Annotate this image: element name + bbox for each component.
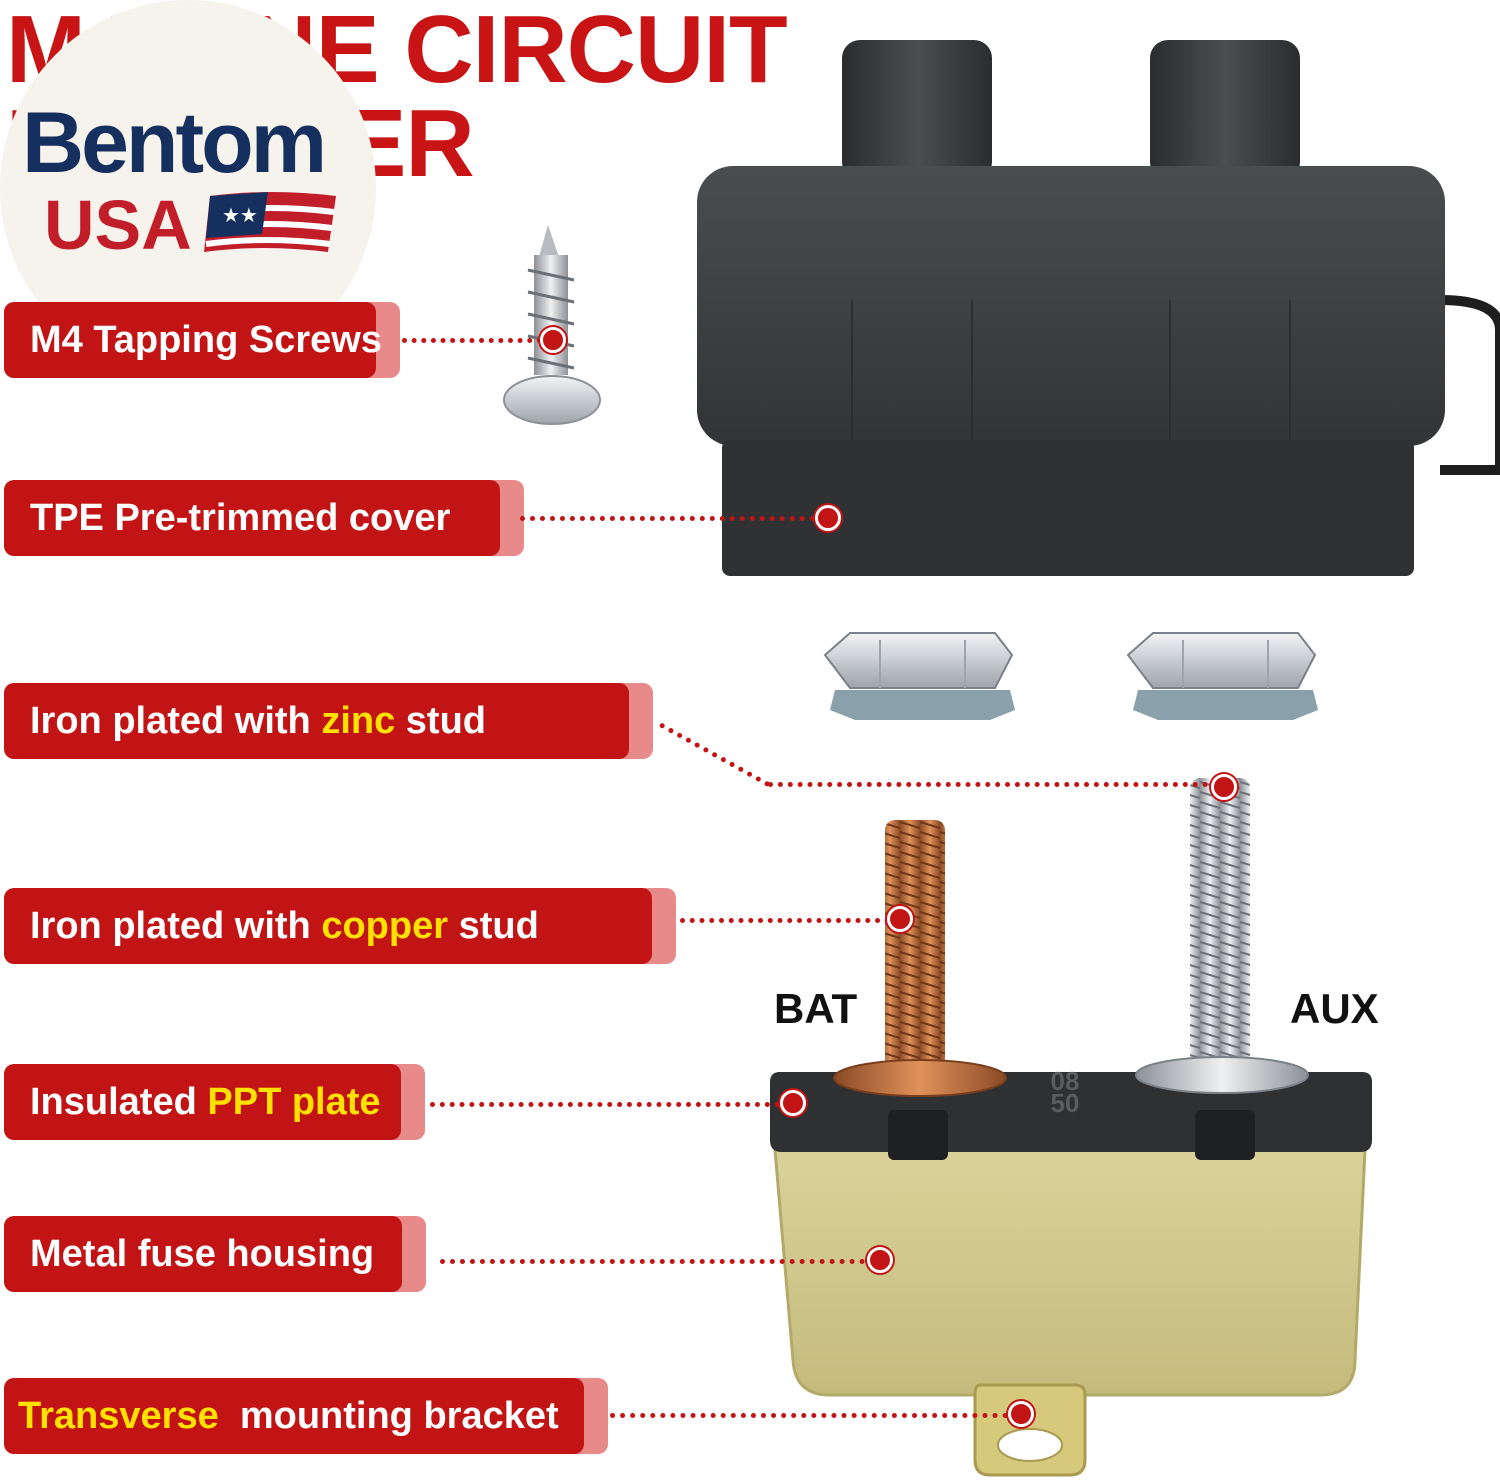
label-screws-text: M4 Tapping Screws bbox=[30, 318, 382, 361]
label-ppt-plate: Insulated PPT plate bbox=[4, 1064, 401, 1140]
leader-bracket bbox=[610, 1413, 1008, 1418]
label-bracket-highlight: Transverse bbox=[18, 1394, 219, 1437]
label-copper-stud: Iron plated with copper stud bbox=[4, 888, 652, 964]
marker-housing bbox=[867, 1247, 893, 1273]
plate-marking-top: 08 bbox=[1051, 1066, 1080, 1096]
marker-screws bbox=[540, 327, 566, 353]
tapping-screw bbox=[503, 225, 601, 425]
marker-copper bbox=[887, 906, 913, 932]
leader-ppt bbox=[430, 1102, 780, 1107]
leader-copper bbox=[680, 918, 890, 923]
terminal-label-aux: AUX bbox=[1290, 985, 1379, 1032]
label-bracket-post: mounting bracket bbox=[218, 1394, 559, 1437]
label-copper-highlight: copper bbox=[321, 904, 449, 947]
label-zinc-post: stud bbox=[395, 699, 487, 742]
label-cover-text: TPE Pre-trimmed cover bbox=[30, 496, 451, 539]
label-ppt-pre: Insulated bbox=[30, 1080, 208, 1123]
label-zinc-stud: Iron plated with zinc stud bbox=[4, 683, 629, 759]
label-zinc-pre: Iron plated with bbox=[30, 699, 322, 742]
label-metal-housing: Metal fuse housing bbox=[4, 1216, 402, 1292]
label-mounting-bracket: Transverse mounting bracket bbox=[4, 1378, 584, 1454]
leader-zinc bbox=[768, 782, 1208, 787]
marker-ppt bbox=[780, 1090, 806, 1116]
label-ppt-highlight: PPT plate bbox=[207, 1080, 381, 1123]
marker-cover bbox=[815, 505, 841, 531]
label-housing-text: Metal fuse housing bbox=[30, 1232, 375, 1275]
copper-stud bbox=[885, 820, 945, 1070]
nut-left bbox=[823, 632, 1015, 720]
label-tpe-cover: TPE Pre-trimmed cover bbox=[4, 480, 500, 556]
zinc-stud bbox=[1190, 778, 1250, 1068]
logo-brand-name: Bentom bbox=[22, 95, 327, 191]
leader-housing bbox=[440, 1259, 865, 1264]
logo-country: USA bbox=[44, 186, 192, 264]
label-tapping-screws: M4 Tapping Screws bbox=[4, 302, 382, 378]
leader-screws bbox=[402, 338, 542, 343]
leader-cover bbox=[520, 516, 815, 521]
marker-zinc bbox=[1211, 774, 1237, 800]
terminal-label-bat: BAT bbox=[774, 985, 858, 1032]
plate-marking-bottom: 50 bbox=[1051, 1088, 1080, 1118]
label-zinc-highlight: zinc bbox=[321, 699, 396, 742]
cover-cap-left bbox=[842, 40, 992, 180]
cover-skirt bbox=[722, 440, 1414, 576]
svg-text:★★: ★★ bbox=[222, 203, 258, 227]
marker-bracket bbox=[1008, 1401, 1034, 1427]
cover-top bbox=[697, 166, 1445, 446]
nut-right bbox=[1126, 632, 1318, 720]
flag-icon: ★★ bbox=[204, 192, 336, 252]
label-copper-post: stud bbox=[448, 904, 539, 947]
fuse-housing bbox=[773, 1148, 1367, 1397]
label-copper-pre: Iron plated with bbox=[30, 904, 322, 947]
cover-cap-right bbox=[1150, 40, 1300, 180]
